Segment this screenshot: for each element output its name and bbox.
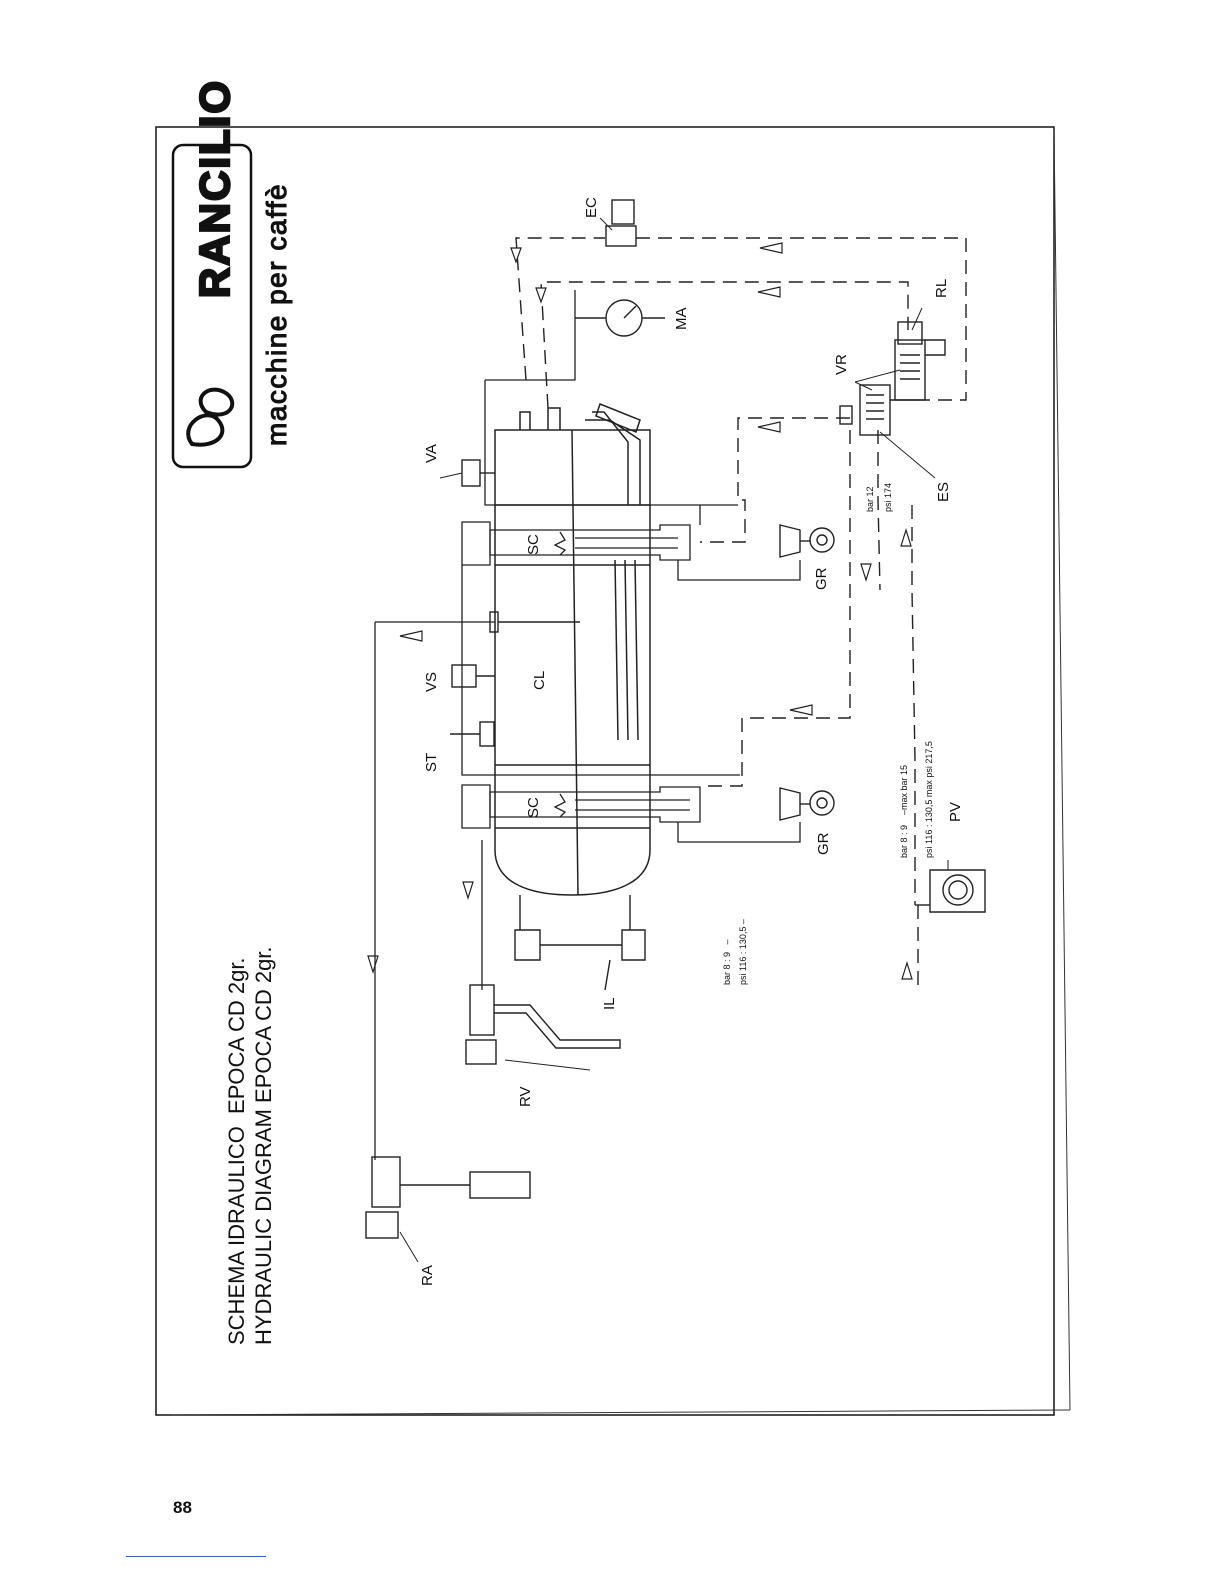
label-rv: RV [517,1086,534,1107]
rancilio-logo: RANCILIO macchine per caffè [173,79,292,467]
water-tap [366,1157,530,1238]
heat-exchanger-bottom [462,785,800,842]
label-il: IL [601,997,618,1010]
line-bar: bar 8 : 9 – [722,939,732,985]
label-sc-bottom: SC [525,797,542,818]
leader-lines [400,218,948,1262]
label-pv: PV [947,802,964,822]
label-gr-top: GR [813,567,830,590]
pump-psi: psi 116 : 130,5 max psi 217,5 [924,741,934,858]
steam-tap [466,985,620,1064]
group-head-top [780,525,834,557]
label-st: ST [423,753,440,772]
boiler-tank [495,404,650,895]
level-indicator [515,895,645,990]
pump-bar: bar 8 : 9 –max bar 15 [899,765,909,858]
label-cl: CL [531,671,548,690]
footer-rule [126,1556,266,1557]
relief-bar: bar 12 [865,486,875,512]
label-ra: RA [419,1265,436,1286]
label-va: VA [423,444,440,463]
title-italian: SCHEMA IDRAULICO EPOCA CD 2gr. [224,957,249,1345]
pressure-gauge [575,300,665,336]
dashed-hydraulic-lines [516,238,966,985]
label-vs: VS [423,672,440,692]
boiler-fittings [450,460,580,746]
flow-arrows [368,243,912,979]
label-gr-bottom: GR [815,832,832,855]
logo-tagline: macchine per caffè [261,183,292,446]
label-vr: VR [833,354,850,375]
solid-pipes [375,290,740,1160]
line-psi: psi 116 : 130,5 – [738,919,748,985]
heat-exchanger-top [462,522,800,580]
label-ma: MA [673,308,690,331]
page-number: 88 [173,1498,192,1518]
solenoid-valve [606,200,636,246]
relief-valves [840,322,945,435]
title-english: HYDRAULIC DIAGRAM EPOCA CD 2gr. [251,946,276,1345]
group-head-bottom [780,788,834,820]
relief-psi: psi 174 [883,483,893,512]
pump [915,870,985,912]
label-es: ES [935,482,952,502]
label-rl: RL [933,279,950,298]
label-ec: EC [583,197,600,218]
logo-brand: RANCILIO [191,79,238,298]
label-sc-top: SC [525,534,542,555]
